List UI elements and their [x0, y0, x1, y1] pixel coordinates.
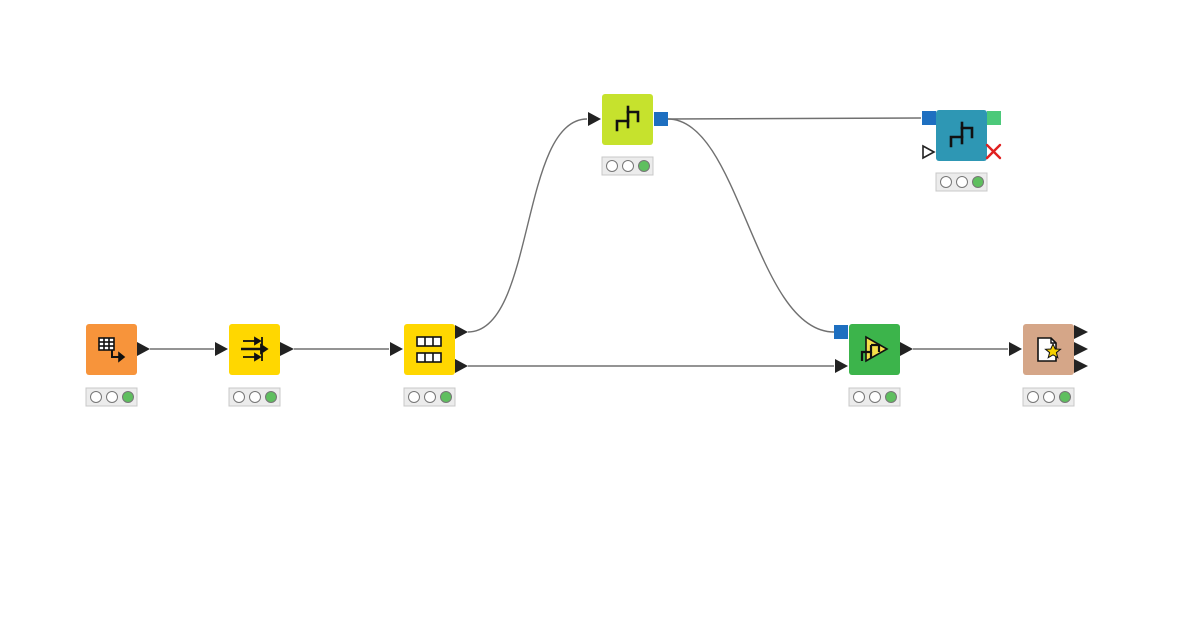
status-light-idle	[106, 391, 118, 403]
status-light-executed	[972, 176, 984, 188]
status-light-idle	[424, 391, 436, 403]
connections	[150, 117, 1008, 367]
output-port[interactable]	[280, 342, 294, 356]
input-port[interactable]	[390, 342, 403, 356]
input-port[interactable]	[835, 359, 848, 373]
status-light-executed	[638, 160, 650, 172]
table-to-arrow-icon	[98, 337, 126, 363]
node-learner[interactable]	[588, 94, 668, 145]
output-port-3[interactable]	[1074, 359, 1088, 373]
connection-learner-to-predictor[interactable]	[667, 118, 835, 333]
filter-arrows-icon	[241, 336, 269, 362]
input-port[interactable]	[215, 342, 228, 356]
output-port-2[interactable]	[1074, 342, 1088, 356]
output-port-1[interactable]	[1074, 325, 1088, 339]
status-lights-column-filter	[228, 387, 281, 407]
status-light-executed	[440, 391, 452, 403]
status-lights-scorer	[1022, 387, 1075, 407]
partition-grid-icon	[416, 336, 442, 363]
status-lights-predictor	[848, 387, 901, 407]
error-x-icon	[985, 143, 1002, 160]
output-port[interactable]	[137, 342, 150, 356]
model-input-port[interactable]	[834, 325, 848, 339]
status-light-idle	[1043, 391, 1055, 403]
predictor-icon	[860, 335, 889, 363]
connection-partitioning-to-learner[interactable]	[467, 118, 588, 333]
data-input-port[interactable]	[922, 144, 936, 160]
status-light-idle	[622, 160, 634, 172]
status-light-executed	[265, 391, 277, 403]
status-lights-model-writer	[935, 172, 988, 192]
node-body[interactable]	[404, 324, 455, 375]
tree-learner-icon	[615, 105, 640, 132]
status-light-idle	[956, 176, 968, 188]
status-lights-learner	[601, 156, 654, 176]
status-lights-partitioning	[403, 387, 456, 407]
tree-model-icon	[949, 121, 974, 148]
model-output-port[interactable]	[654, 112, 668, 126]
node-column-filter[interactable]	[215, 324, 294, 375]
connection-learner-to-model-writer[interactable]	[667, 117, 922, 120]
output-port-top[interactable]	[455, 325, 468, 339]
status-light-executed	[1059, 391, 1071, 403]
status-light-idle	[90, 391, 102, 403]
status-light-idle	[249, 391, 261, 403]
input-port[interactable]	[588, 112, 601, 126]
status-light-idle	[606, 160, 618, 172]
status-light-executed	[122, 391, 134, 403]
status-light-idle	[233, 391, 245, 403]
status-light-idle	[1027, 391, 1039, 403]
flow-output-port[interactable]	[987, 111, 1001, 125]
output-port-bottom[interactable]	[455, 359, 468, 373]
status-light-executed	[885, 391, 897, 403]
node-scorer[interactable]	[1009, 324, 1088, 375]
status-light-idle	[869, 391, 881, 403]
node-table-creator[interactable]	[86, 324, 150, 375]
input-port[interactable]	[1009, 342, 1022, 356]
status-light-idle	[853, 391, 865, 403]
status-light-idle	[408, 391, 420, 403]
node-model-writer[interactable]	[922, 110, 1002, 161]
document-star-icon	[1037, 337, 1062, 362]
model-input-port[interactable]	[922, 111, 936, 125]
node-predictor[interactable]	[834, 324, 913, 375]
output-port[interactable]	[900, 342, 913, 356]
node-partitioning[interactable]	[390, 324, 468, 375]
status-indicators	[85, 156, 1075, 407]
status-light-idle	[940, 176, 952, 188]
status-lights-table-creator	[85, 387, 138, 407]
